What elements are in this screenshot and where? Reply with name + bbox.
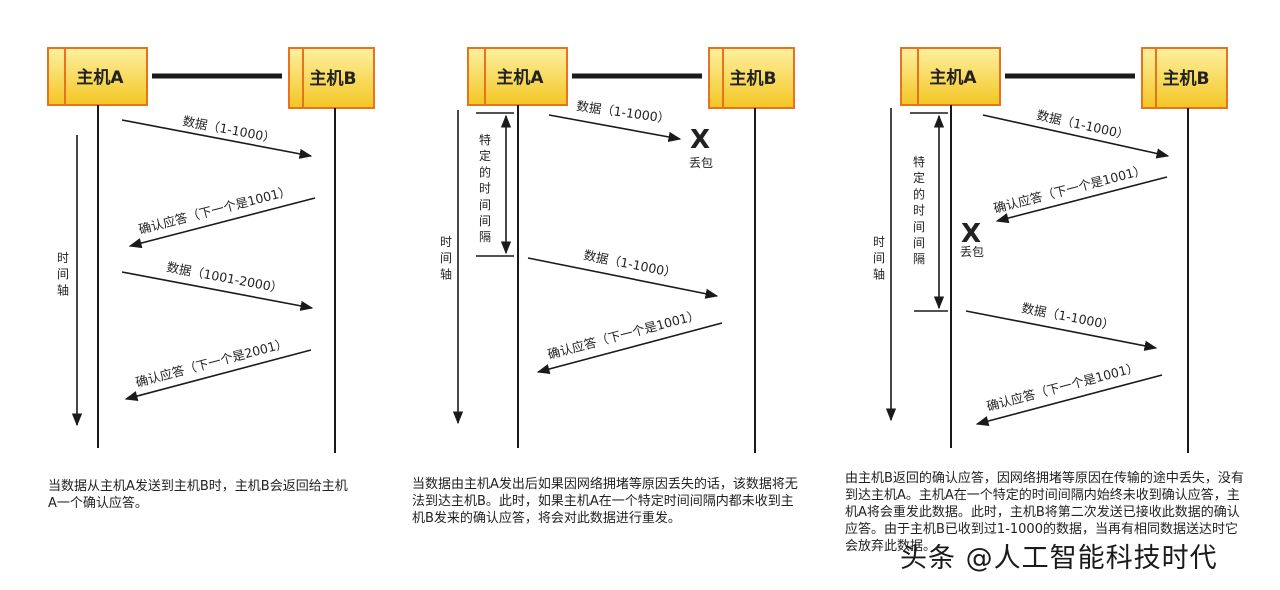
message-arrow [121,271,314,311]
watermark-text: 头条 @人工智能科技时代 [900,543,1218,574]
diagram-3: 主机A 主机B 时间轴 特定的时间间隔 数据（1-1000） 确认应答（下一个是… [873,47,1228,453]
ack-arrow [124,349,312,401]
host-b-box: 主机B [1141,47,1228,109]
time-axis-label: 时间轴 [57,251,69,297]
host-b-box: 主机B [288,47,375,109]
host-a-box: 主机A [467,47,568,106]
interval-label: 特定的时间间隔 [913,154,925,266]
ack-arrow [536,322,723,374]
message-arrow [121,119,313,159]
host-b-label: 主机B [310,68,357,89]
message-label: 数据（1-1000） [582,247,677,280]
host-b-box: 主机B [708,47,795,109]
host-b-label: 主机B [730,68,777,89]
message-arrow [982,114,1170,159]
host-a-box: 主机A [900,47,1001,106]
host-a-label: 主机A [76,67,124,88]
diagram-1: 主机A 主机B 时间轴 数据（1-1000） 确认应答（下一个是1001） 数据… [47,47,375,453]
time-axis-label: 时间轴 [440,235,452,281]
host-a-label: 主机A [496,67,544,88]
loss-mark: X [690,125,710,155]
ack-arrow [128,197,316,249]
caption-3: 由主机B返回的确认应答，因网络拥堵等原因在传输的途中丢失，没有到达主机A。主机A… [845,471,1244,554]
loss-mark: X [961,219,981,249]
ack-label: 确认应答（下一个是1001） [992,162,1148,216]
message-arrow [965,310,1158,351]
message-arrow [527,257,719,299]
caption-1: 当数据从主机A发送到主机B时，主机B会返回给主机A一个确认应答。 [48,479,348,511]
time-axis-label: 时间轴 [873,235,885,281]
host-a-label: 主机A [929,67,977,88]
caption-2: 当数据由主机A发出后如果因网络拥堵等原因丢失的话，该数据将无法到达主机B。此时，… [412,477,798,526]
loss-label: 丢包 [689,156,713,170]
ack-arrow [975,374,1163,426]
message-arrow [548,114,682,142]
message-label: 数据（1-1000） [1020,300,1115,333]
host-b-label: 主机B [1163,68,1210,89]
host-a-box: 主机A [47,47,148,106]
diagram-2: 主机A 主机B 时间轴 特定的时间间隔 数据（1-1000） X 丢包 数据（1… [440,47,795,453]
interval-label: 特定的时间间隔 [479,132,491,244]
loss-label: 丢包 [960,245,984,259]
ack-arrow [995,176,1168,224]
message-label: 数据（1001-2000） [165,259,284,296]
